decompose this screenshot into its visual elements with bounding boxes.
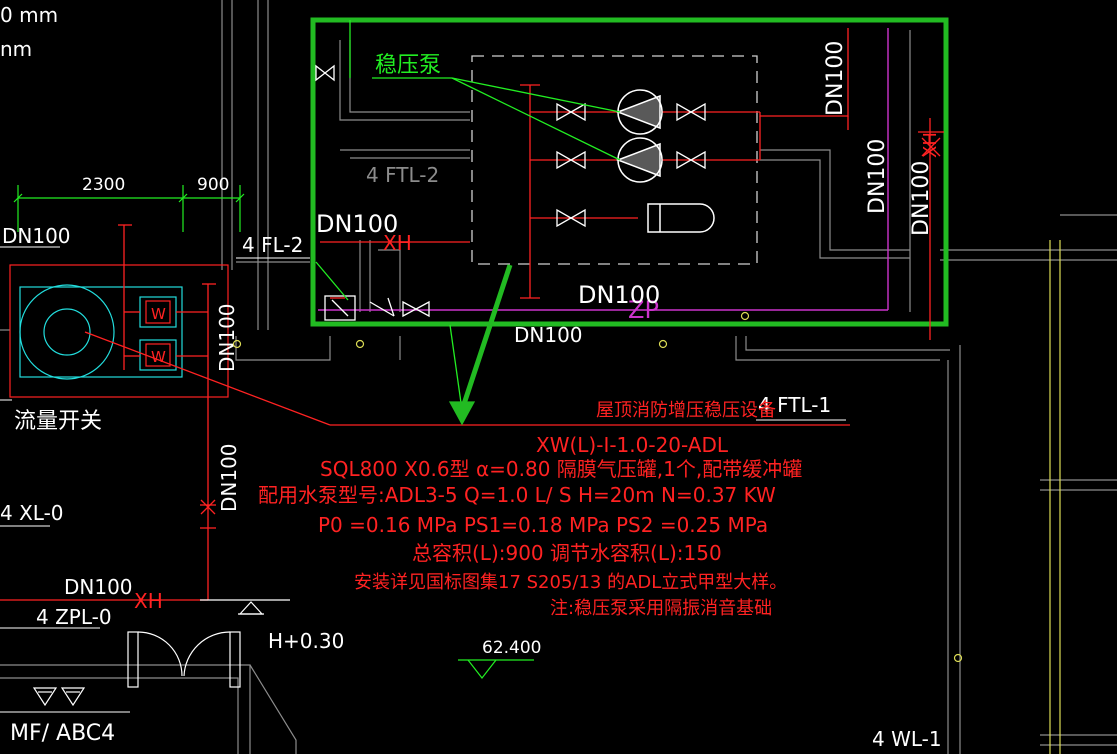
pipe-size-label-box-bottom: DN100 <box>578 281 660 309</box>
left-red-pipes <box>0 224 850 601</box>
xh-marker-vertical <box>200 499 216 515</box>
pump-icon[interactable] <box>615 89 663 183</box>
notes-line-6: 安装详见国标图集17 S205/13 的ADL立式甲型大样。 <box>354 572 787 593</box>
notes-line-5: 总容积(L):900 调节水容积(L):150 <box>412 541 722 565</box>
pipe-size-label-vertical-left: DN100 <box>215 303 239 372</box>
equipment-notes: 屋顶消防增压稳压设备 XW(L)-I-1.0-20-ADL SQL800 X0.… <box>258 400 802 619</box>
zp-label: ZP <box>628 296 659 324</box>
xh-label-lower: XH <box>134 589 163 613</box>
yellow-lines <box>1049 240 1061 754</box>
xh-label-right: XH <box>920 132 941 158</box>
elevation-mark-h030 <box>200 599 290 615</box>
flow-meter-diagonal <box>331 299 349 317</box>
dimension-lines <box>13 185 245 232</box>
elevation-mark-62400 <box>458 659 534 679</box>
pipe-size-label-vertical-2: DN100 <box>865 139 890 214</box>
notes-line-3: 配用水泵型号:ADL3-5 Q=1.0 L/ S H=20m N=0.37 KW <box>258 483 776 507</box>
gray-pipe-routes <box>339 30 911 312</box>
top-mm-label-2: nm <box>0 37 32 61</box>
extinguisher-icon <box>32 687 86 707</box>
highlight-box[interactable] <box>310 17 949 327</box>
pump-label-w1: W <box>151 305 166 323</box>
notes-line-4: P0 =0.16 MPa PS1=0.18 MPa PS2 =0.25 MPa <box>318 513 768 537</box>
pipe-size-label-vertical-lower: DN100 <box>217 443 241 512</box>
pipe-size-label-box: DN100 <box>316 210 398 238</box>
pump-label-w2: W <box>151 348 166 366</box>
xh-marker-right <box>918 131 944 157</box>
door-swing <box>127 631 241 688</box>
riser-label-xl0: 4 XL-0 <box>0 501 64 525</box>
marker-circles <box>232 311 963 663</box>
flow-meter-icon[interactable] <box>324 295 356 321</box>
elevation-62400-label: 62.400 <box>482 638 541 658</box>
pressure-tank-icon[interactable] <box>647 203 715 233</box>
pipe-size-label-vertical-3: DN100 <box>909 161 934 236</box>
pump-label-leaders <box>315 20 621 426</box>
pipe-size-label-left: DN100 <box>2 224 71 248</box>
elevation-h030-label: H+0.30 <box>268 629 344 653</box>
valve-icons[interactable] <box>315 64 706 318</box>
notes-title: 屋顶消防增压稳压设备 <box>596 400 776 421</box>
notes-line-1: XW(L)-I-1.0-20-ADL <box>536 433 729 457</box>
pipe-size-label-partial: DN100 <box>514 323 583 347</box>
riser-label-zpl0: 4 ZPL-0 <box>36 605 112 629</box>
top-mm-label: 0 mm <box>0 3 58 27</box>
riser-label-fl2: 4 FL-2 <box>242 233 303 257</box>
pipe-size-label-lower: DN100 <box>64 575 133 599</box>
dimension-2300: 2300 <box>82 175 125 195</box>
riser-label-ftl1: 4 FTL-1 <box>758 393 831 417</box>
equipment-frame[interactable] <box>9 264 229 398</box>
xh-label-box: XH <box>383 231 412 255</box>
dimension-900: 900 <box>197 175 229 195</box>
extinguisher-label: MF/ ABC4 <box>10 721 115 746</box>
flow-switch-label: 流量开关 <box>14 409 102 434</box>
riser-label-wl1: 4 WL-1 <box>872 727 942 751</box>
pump-room-red-pipes <box>320 28 931 340</box>
notes-line-7: 注:稳压泵采用隔振消音基础 <box>550 598 772 619</box>
pump-label: 稳压泵 <box>375 53 441 78</box>
pipe-size-label-vertical-1: DN100 <box>823 41 848 116</box>
riser-label-ftl2: 4 FTL-2 <box>366 163 439 187</box>
notes-line-2: SQL800 X0.6型 α=0.80 隔膜气压罐,1个,配带缓冲罐 <box>320 457 802 481</box>
